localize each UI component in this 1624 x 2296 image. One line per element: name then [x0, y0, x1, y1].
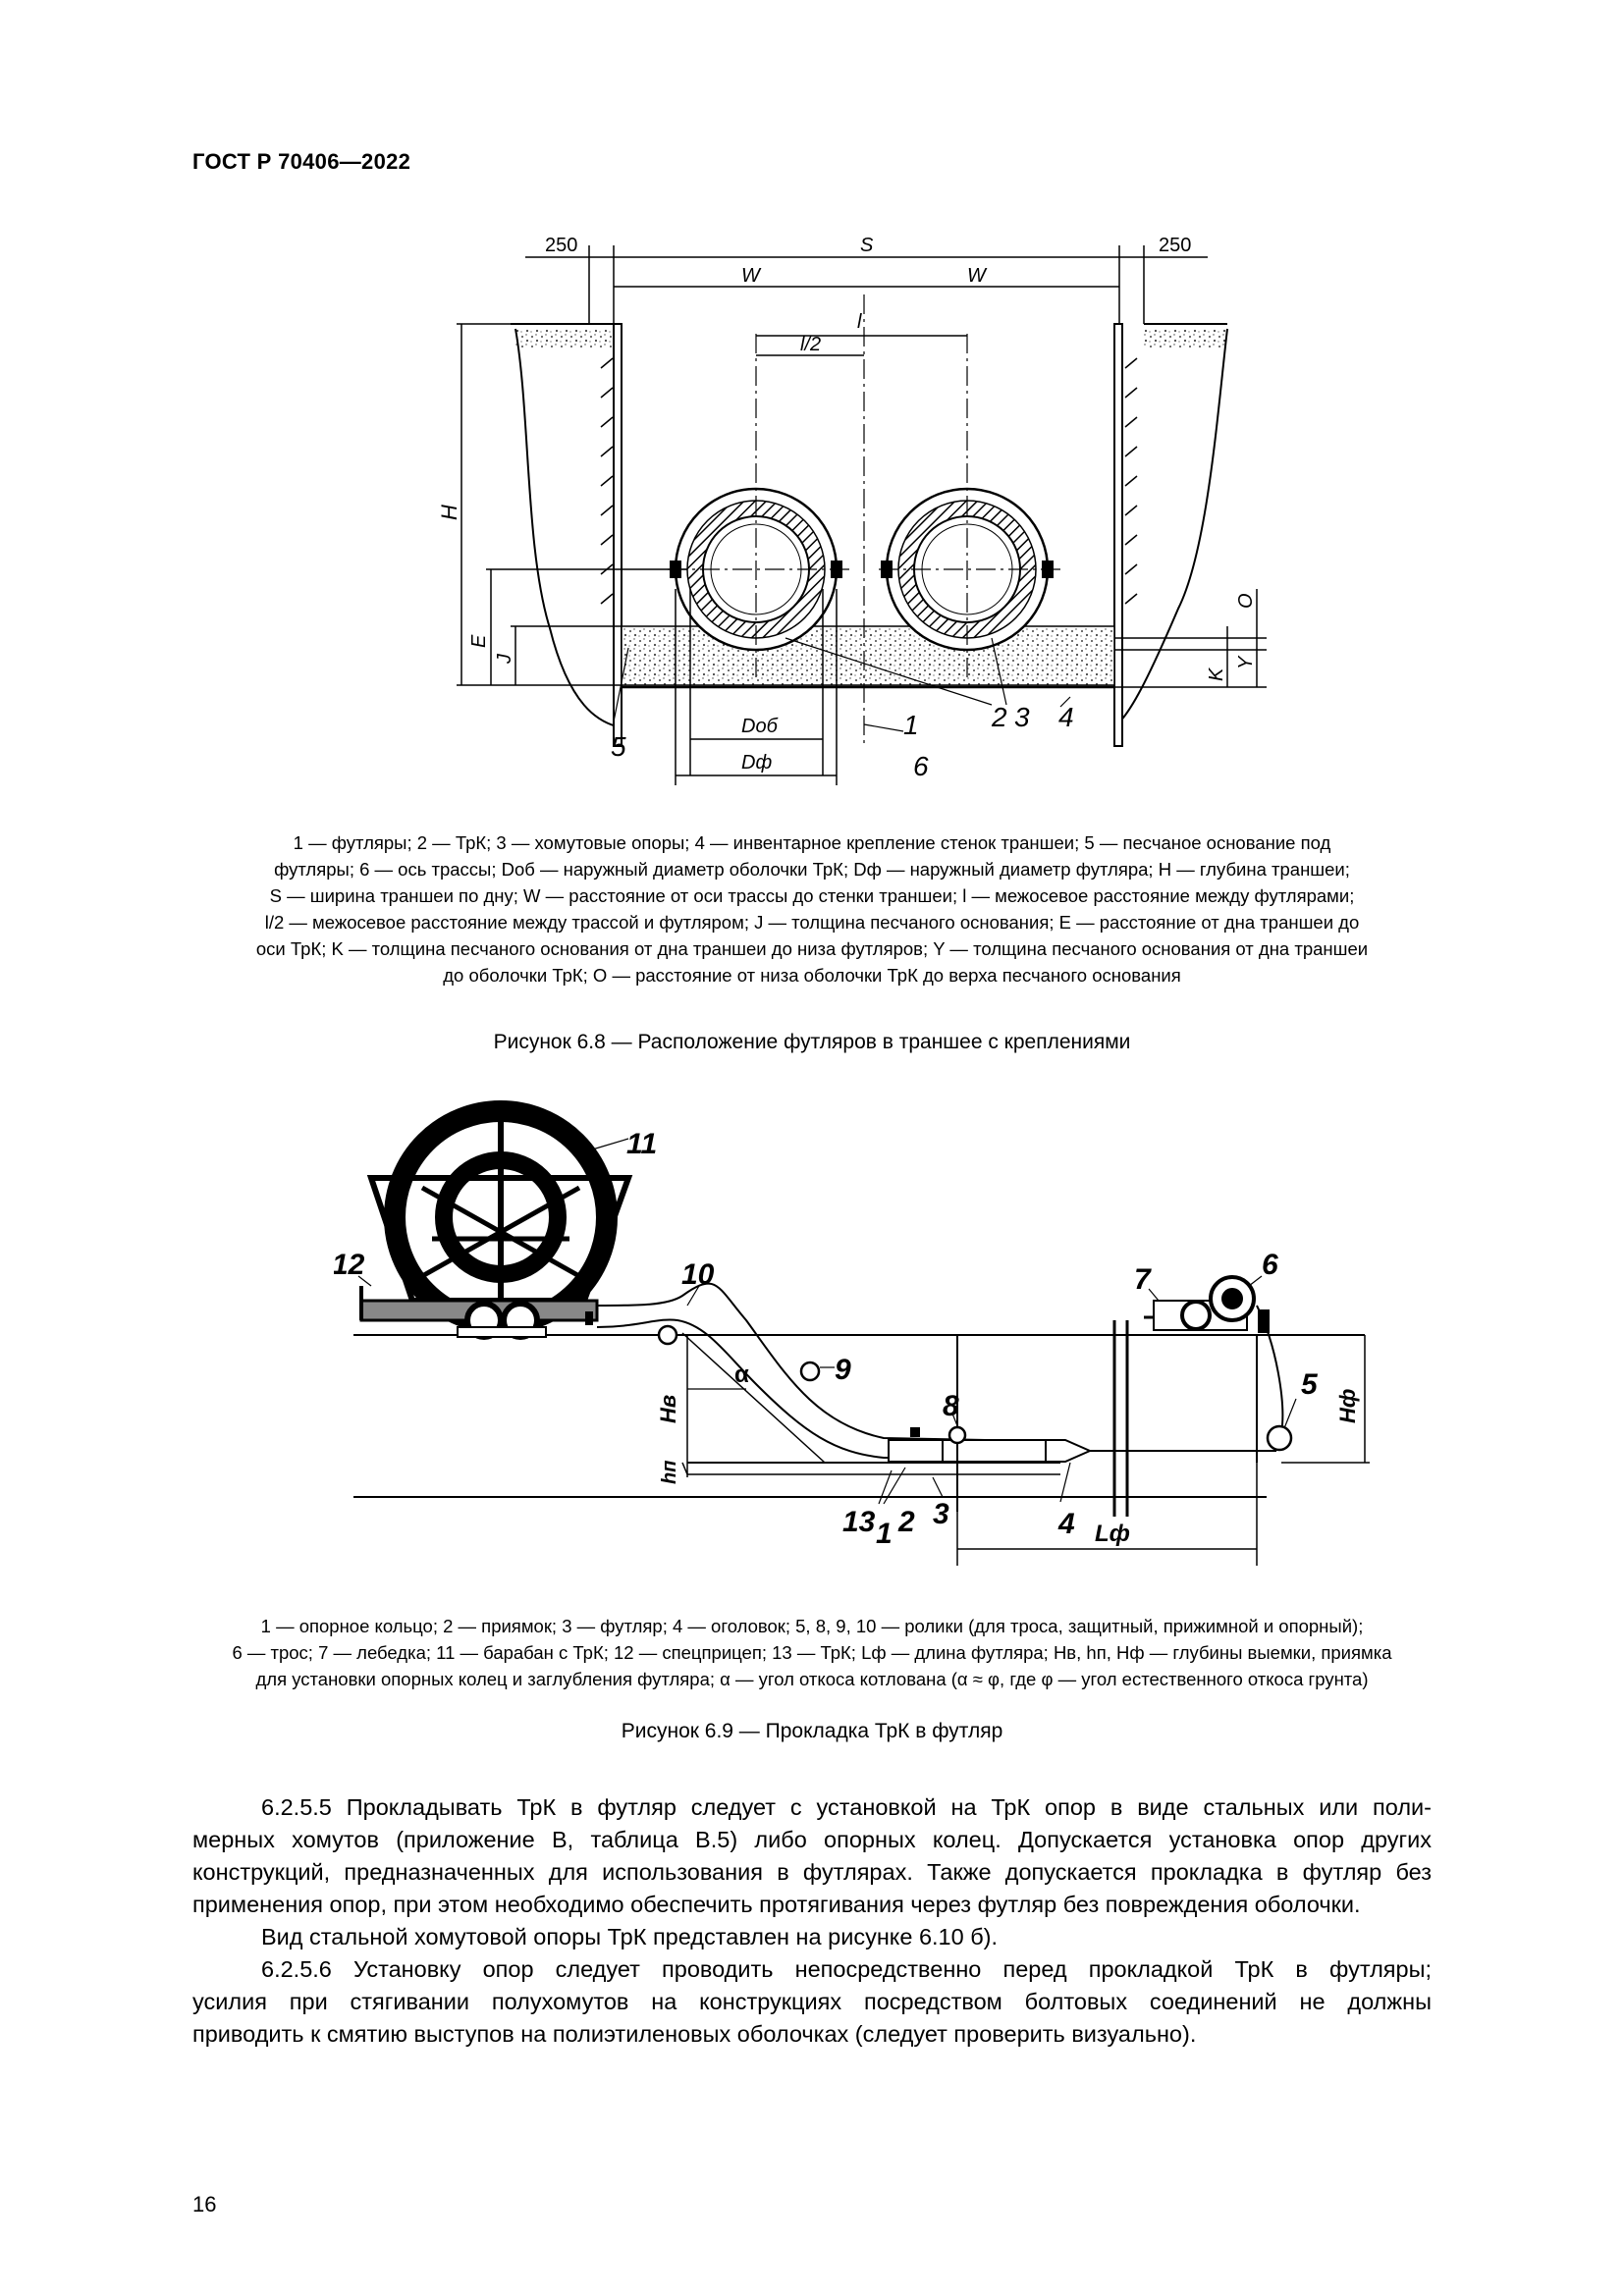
fig69-hf-label: Hф [1335, 1389, 1360, 1423]
figure-6-8-drawing: 250 S 250 W W l l/2 H E J O Y K Dоб Dф 1… [437, 235, 1267, 785]
paragraph-6-2-5-6: 6.2.5.6 Установку опор следует проводить… [192, 1953, 1432, 2051]
figure-6-9-legend: 1 — опорное кольцо; 2 — приямок; 3 — фут… [192, 1613, 1432, 1692]
fig69-num-8: 8 [943, 1390, 959, 1422]
dim-y-label: Y [1235, 655, 1257, 669]
fig69-hv-label: Hв [656, 1395, 680, 1423]
legend-line: оси ТрК; K — толщина песчаного основания… [255, 938, 1369, 959]
fig69-num-9: 9 [835, 1354, 851, 1386]
legend-line: 6 — трос; 7 — лебедка; 11 — барабан с Тр… [232, 1642, 1392, 1663]
body-text: 6.2.5.5 Прокладывать ТрК в футляр следуе… [192, 1791, 1432, 2051]
text-line: применения опор, при этом необходимо обе… [192, 1892, 1361, 1917]
fig69-num-13: 13 [842, 1506, 876, 1538]
fig69-num-3: 3 [933, 1498, 949, 1530]
legend-line: до оболочки ТрК; O — расстояние от низа … [443, 965, 1181, 986]
text-line: 6.2.5.6 Установку опор следует проводить… [261, 1956, 1432, 1982]
dim-o-label: O [1235, 593, 1257, 609]
legend-line: 1 — опорное кольцо; 2 — приямок; 3 — фут… [260, 1616, 1364, 1636]
fig69-num-10: 10 [681, 1258, 715, 1291]
legend-line: l/2 — межосевое расстояние между трассой… [264, 912, 1360, 933]
figure-6-9-caption: Рисунок 6.9 — Прокладка ТрК в футляр [621, 1720, 1003, 1742]
legend-line: для установки опорных колец и заглублени… [255, 1669, 1369, 1689]
fig69-lf-label: Lф [1095, 1521, 1130, 1547]
fig69-num-7: 7 [1134, 1263, 1152, 1296]
dim-w-left-label: W [741, 265, 762, 287]
fig68-num-5: 5 [611, 731, 626, 762]
text-line: Вид стальной хомутовой опоры ТрК предста… [261, 1924, 999, 1949]
text-line: приводить к смятию выступов на полиэтиле… [192, 2021, 1197, 2047]
page-number: 16 [192, 2192, 217, 2216]
paragraph-6-2-5-5: 6.2.5.5 Прокладывать ТрК в футляр следуе… [192, 1791, 1432, 1921]
figure-6-9-drawing: 11 12 10 9 8 7 6 5 4 3 13 1 2 α Hв hп Hф… [334, 1100, 1370, 1566]
text-line: усилия при стягивании полухомутов на кон… [192, 1989, 1432, 2014]
legend-line: S — ширина траншеи по дну; W — расстояни… [269, 885, 1355, 906]
paragraph-view-reference: Вид стальной хомутовой опоры ТрК предста… [192, 1921, 1432, 1953]
fig68-num-2: 2 [991, 702, 1007, 732]
dim-250-left-label: 250 [545, 235, 577, 256]
legend-line: футляры; 6 — ось трассы; Dоб — наружный … [274, 859, 1350, 880]
dim-d-ob-label: Dоб [741, 716, 779, 737]
dim-k-label: K [1206, 667, 1227, 681]
fig68-num-6: 6 [913, 751, 929, 781]
dim-j-label: J [494, 653, 515, 665]
dim-w-right-label: W [967, 265, 988, 287]
figure-6-8-caption: Рисунок 6.8 — Расположение футляров в тр… [493, 1031, 1131, 1053]
dim-e-label: E [468, 634, 490, 648]
fig68-num-3: 3 [1014, 702, 1030, 732]
text-line: 6.2.5.5 Прокладывать ТрК в футляр следуе… [261, 1794, 1432, 1820]
dim-l-label: l [857, 311, 862, 333]
figure-6-8-legend: 1 — футляры; 2 — ТрК; 3 — хомутовые опор… [192, 829, 1432, 988]
fig68-num-1: 1 [903, 710, 919, 740]
fig68-num-4: 4 [1058, 702, 1074, 732]
text-line: мерных хомутов (приложение В, таблица В.… [192, 1827, 1432, 1852]
fig69-num-12: 12 [334, 1249, 365, 1281]
fig69-num-4: 4 [1057, 1508, 1075, 1540]
legend-line: 1 — футляры; 2 — ТрК; 3 — хомутовые опор… [293, 832, 1331, 853]
fig69-num-2: 2 [897, 1506, 915, 1538]
fig69-hp-label: hп [659, 1461, 680, 1484]
dim-250-right-label: 250 [1159, 235, 1191, 256]
fig69-alpha-label: α [734, 1362, 749, 1388]
dim-l-half-label: l/2 [800, 334, 821, 355]
document-header: ГОСТ Р 70406—2022 [192, 149, 411, 174]
dim-h-label: H [437, 505, 461, 520]
dim-d-f-label: Dф [741, 752, 772, 774]
fig69-num-6: 6 [1262, 1249, 1278, 1281]
fig69-num-11: 11 [626, 1128, 657, 1160]
fig69-num-5: 5 [1301, 1368, 1319, 1401]
text-line: конструкций, предназначенных для использ… [192, 1859, 1432, 1885]
dim-s-label: S [860, 235, 874, 256]
fig69-num-1: 1 [876, 1518, 893, 1550]
